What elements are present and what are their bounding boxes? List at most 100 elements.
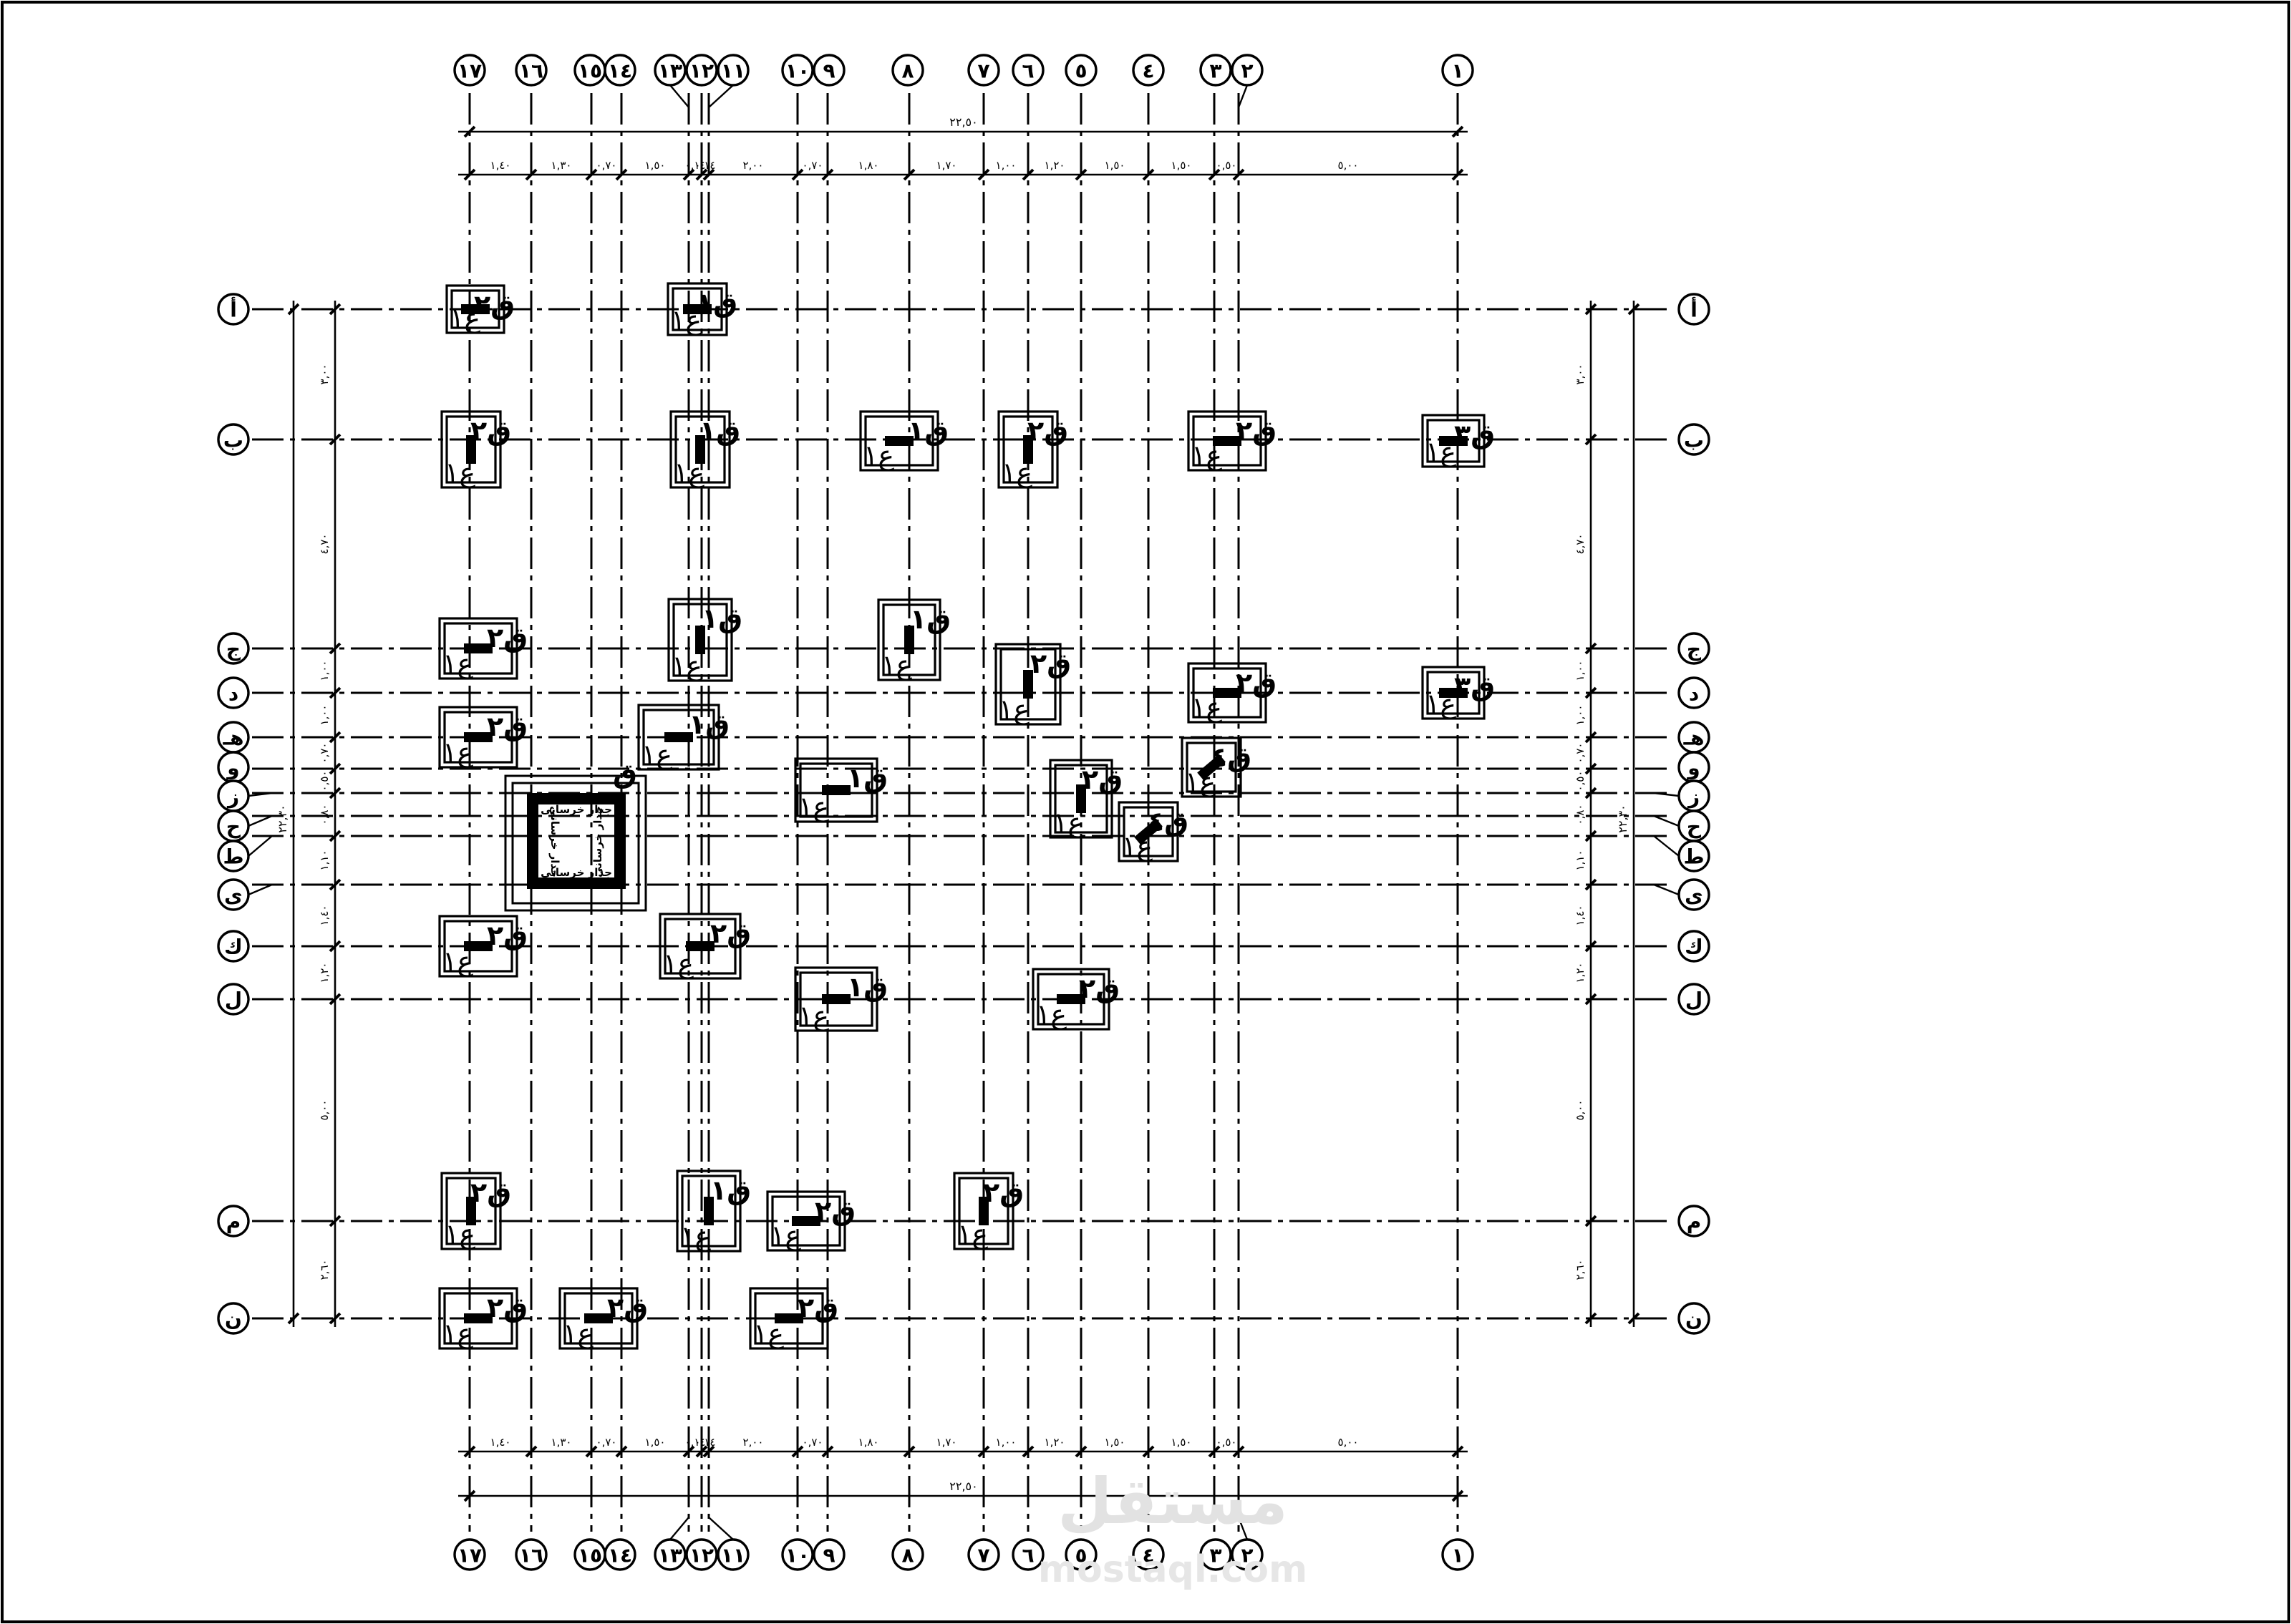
column-mark <box>1439 436 1468 446</box>
top-tick-16 <box>525 168 538 181</box>
top-tick-6 <box>1022 168 1035 181</box>
column-type-label: ع١ <box>1002 457 1032 488</box>
axis-bubble-top-12-label: ١٢ <box>689 59 714 83</box>
axis-bubble-top-8-label: ٨ <box>901 59 914 83</box>
axis-bubble-top-5-label: ٥ <box>1075 59 1087 83</box>
axis-bubble-bottom-12: ١٢ <box>685 1538 718 1571</box>
axis-bubble-right-14-label: ن <box>1685 1308 1702 1331</box>
axis-bubble-bottom-17-circle <box>453 1538 486 1571</box>
top-dim-8: ١,٨٠ <box>858 159 879 172</box>
right-dim-12: ٢,٦٠ <box>1574 1260 1587 1280</box>
column-type-label: ع١ <box>674 457 704 488</box>
axis-bubble-left-10: ى <box>217 878 250 911</box>
axis-bubble-bottom-13-label: ١٣ <box>658 1544 682 1567</box>
axis-bubble-left-1-label: أ <box>230 297 237 322</box>
footing-inner <box>1186 742 1237 793</box>
footing-outline <box>1187 410 1267 472</box>
axis-bubble-left-8: ح <box>217 809 250 842</box>
column-mark <box>1439 688 1468 698</box>
column-mark <box>464 643 493 653</box>
axis-bubble-bottom-16: ١٦ <box>515 1538 548 1571</box>
footing-outline <box>749 1287 829 1350</box>
left-dim-9: ١,٤٠ <box>318 905 331 926</box>
column-type-label: ع١ <box>881 649 912 681</box>
axis-bubble-left-12: ل <box>217 983 250 1016</box>
footing-type-label: ق٢ <box>798 1292 838 1323</box>
top-dim-9: ٠,٧٠ <box>803 159 823 172</box>
footing-outline <box>794 757 878 823</box>
footing-type-label: ق٢ <box>1082 764 1123 795</box>
axis-bubble-top-11-circle <box>717 54 750 87</box>
axis-bubble-top-12-circle <box>685 54 718 87</box>
footing-inner <box>443 1292 513 1345</box>
footing-type-label: ق١ <box>697 287 737 319</box>
axis-bubble-left-5: هـ <box>217 721 250 754</box>
column-type-label: ع١ <box>442 648 473 679</box>
axis-bubble-top-12: ١٢ <box>685 54 718 87</box>
axis-bubble-bottom-11-circle <box>717 1538 750 1571</box>
column-mark <box>904 626 914 654</box>
footing-type-label: ق٢ <box>487 711 528 742</box>
column-type-label: ع١ <box>753 1318 784 1349</box>
footing-type-label: ق١ <box>910 603 951 635</box>
axis-bubble-left-3-label: ج <box>226 638 241 662</box>
bubble-leader-left-9 <box>248 835 273 857</box>
footing-inner <box>1426 419 1481 463</box>
axis-bubble-left-5-label: هـ <box>223 726 244 750</box>
axis-bubble-right-4-label: د <box>1689 682 1699 706</box>
top-tick-8 <box>903 168 916 181</box>
axis-bubble-top-16-circle <box>515 54 548 87</box>
axis-bubble-top-4: ٤ <box>1132 54 1165 87</box>
column-mark <box>704 1197 714 1225</box>
footing-inner <box>1002 415 1054 484</box>
watermark-text: مستقل <box>1057 1464 1288 1538</box>
footing-inner <box>1426 671 1481 715</box>
footing-inner <box>999 648 1057 721</box>
column-mark <box>683 304 712 314</box>
footing-outline <box>445 284 505 334</box>
footing-outline <box>994 643 1062 726</box>
footing-type-label: ق١ <box>847 762 888 794</box>
axis-bubble-bottom-8: ٨ <box>891 1538 924 1571</box>
top-dim-12: ٠,١٤ <box>685 159 706 172</box>
column-type-label: ع١ <box>957 1218 988 1250</box>
left-tick-5 <box>329 731 342 744</box>
column-mark <box>695 626 705 654</box>
bottom-dim-8: ١,٨٠ <box>858 1436 879 1449</box>
axis-bubble-right-13-label: م <box>1687 1210 1702 1234</box>
footing-type-label: ق٢ <box>815 1195 856 1227</box>
axis-bubble-bottom-4-label: ٤ <box>1142 1544 1154 1567</box>
axis-bubble-right-7-label: ز <box>1687 785 1700 809</box>
top-tick-3 <box>1208 168 1221 181</box>
left-dim-3: ١,٠٠ <box>318 661 331 681</box>
bottom-dim-10: ٢,٠٠ <box>743 1436 764 1449</box>
axis-bubble-top-6-circle <box>1012 54 1045 87</box>
core-type-label: ق <box>613 758 637 789</box>
axis-bubbles: ١١٢٢٣٣٤٤٥٥٦٦٧٧٨٨٩٩١٠١٠١١١١١٢١٢١٣١٣١٤١٤١٥… <box>217 54 1710 1571</box>
axis-bubble-top-9-circle <box>813 54 846 87</box>
footing-type-label: ق٢ <box>487 920 528 951</box>
axis-bubble-top-8: ٨ <box>891 54 924 87</box>
footing-type-label: ق٣ <box>1454 671 1495 702</box>
axis-bubble-top-16-label: ١٦ <box>519 59 543 83</box>
left-tick-13 <box>329 1312 342 1325</box>
right-total-text: ٢٢,٣٠ <box>1616 804 1629 832</box>
right-dim-6: ٠,٥٠ <box>1574 771 1587 792</box>
axis-bubble-bottom-16-circle <box>515 1538 548 1571</box>
column-type-label: ع١ <box>1425 688 1456 719</box>
bottom-total-text: ٢٢,٥٠ <box>949 1479 977 1493</box>
footing-outline <box>440 1172 502 1250</box>
axis-bubble-bottom-1: ١ <box>1441 1538 1474 1571</box>
footing-inner <box>642 709 715 766</box>
column-type-label: ع١ <box>445 457 475 488</box>
left-dim-6: ٠,٥٠ <box>318 771 331 792</box>
bottom-dim-3: ١,٥٠ <box>1171 1436 1192 1449</box>
